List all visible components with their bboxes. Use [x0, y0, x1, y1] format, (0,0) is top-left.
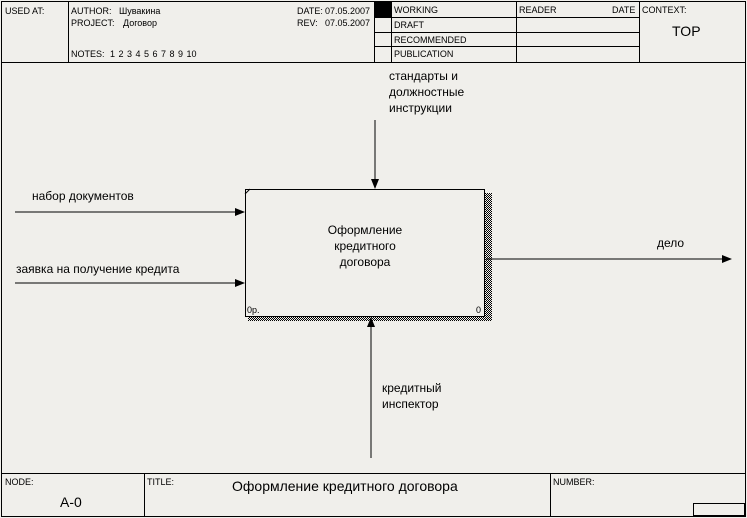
notes-value: 1 2 3 4 5 6 7 8 9 10 [110, 49, 197, 59]
output-label: дело [657, 236, 685, 250]
input-label-1: набор документов [32, 189, 134, 203]
activity-box [245, 189, 485, 317]
status-publication: PUBLICATION [394, 49, 454, 59]
control-label-line3: инструкции [389, 101, 452, 115]
mechanism-label-line1: кредитный [382, 381, 442, 395]
status-recommended: RECOMMENDED [394, 35, 467, 45]
node-value: A-0 [60, 494, 82, 510]
activity-cost: 0р. [247, 305, 260, 315]
author-value: Шувакина [119, 6, 161, 16]
control-label-line2: должностные [389, 85, 465, 99]
activity-name-line1: Оформление [327, 223, 403, 237]
context-value: TOP [672, 23, 701, 39]
reader-date-label: DATE [612, 5, 636, 15]
project-label: PROJECT: [71, 18, 115, 28]
activity-number: 0 [476, 305, 482, 315]
date-value: 07.05.2007 [325, 6, 371, 16]
notes-label: NOTES: [71, 49, 105, 59]
title-label: TITLE: [147, 477, 175, 487]
context-label: CONTEXT: [642, 5, 687, 15]
status-draft: DRAFT [394, 20, 424, 30]
activity-name: Оформление кредитного договора [246, 222, 484, 270]
activity-name-line2: кредитного [334, 239, 396, 253]
activity-name-line3: договора [339, 255, 391, 269]
number-label: NUMBER: [553, 477, 595, 487]
diagram-title: Оформление кредитного договора [232, 478, 458, 494]
control-label-line1: стандарты и [389, 69, 458, 83]
node-label: NODE: [5, 477, 34, 487]
date-label: DATE: [297, 6, 323, 16]
mechanism-label-line2: инспектор [382, 397, 439, 411]
input-label-2: заявка на получение кредита [16, 262, 180, 276]
reader-label: READER [519, 5, 557, 15]
used-at-label: USED AT: [5, 6, 45, 16]
author-label: AUTHOR: [71, 6, 112, 16]
status-working: WORKING [394, 5, 438, 15]
project-value: Договор [123, 18, 157, 28]
rev-value: 07.05.2007 [325, 18, 371, 28]
rev-label: REV: [297, 18, 318, 28]
